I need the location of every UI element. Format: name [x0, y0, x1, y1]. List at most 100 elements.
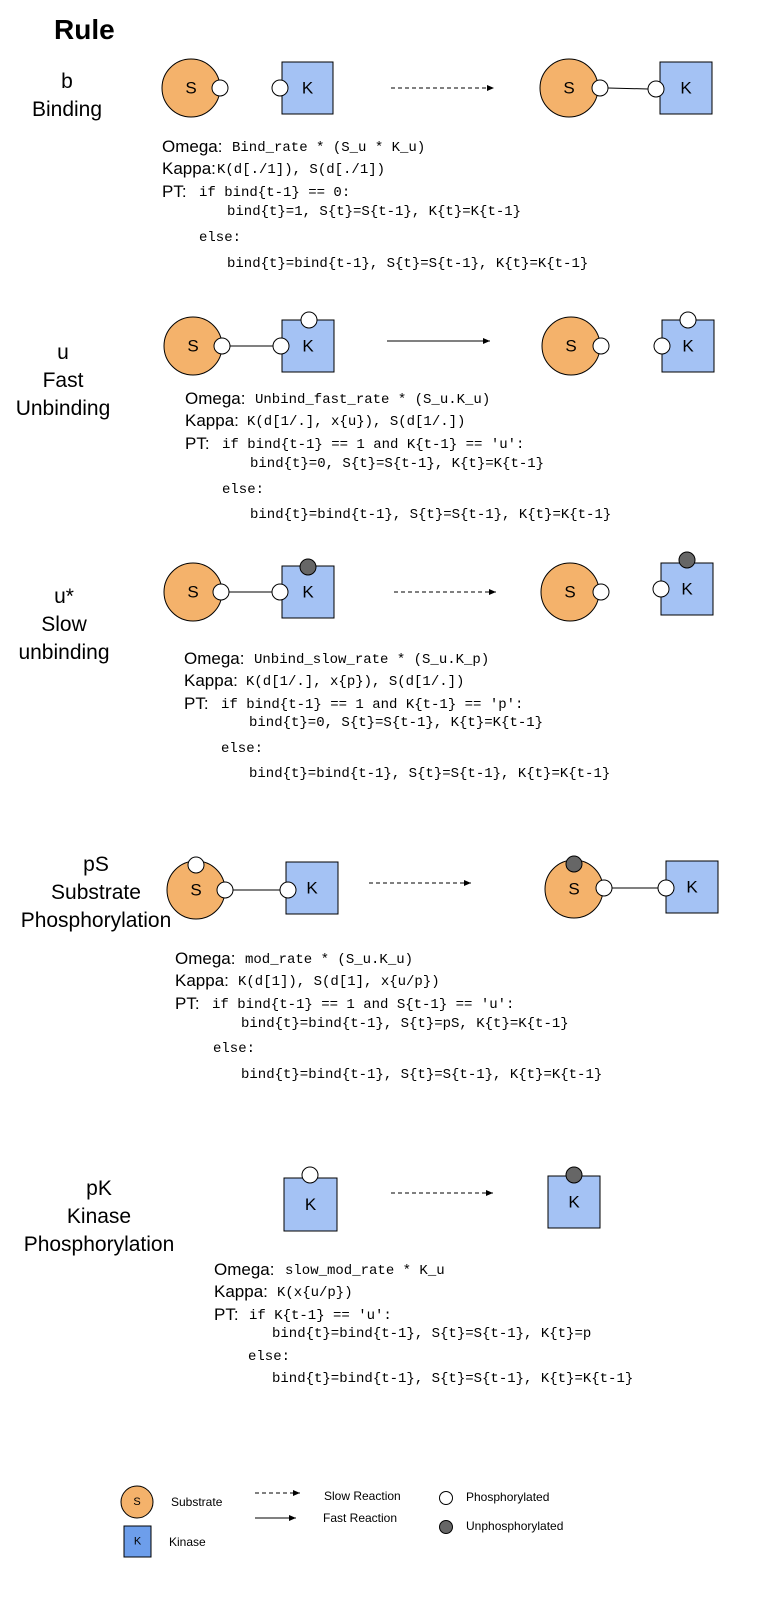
rule-pK-pt-label: PT: [214, 1305, 239, 1324]
rule-u_star-pt-else-body: bind{t}=bind{t-1}, S{t}=S{t-1}, K{t}=K{t… [249, 766, 611, 782]
rule-u_star-kappa-value: K(d[1/.], x{p}), S(d[1/.]) [246, 674, 465, 690]
b-left-kinase-site [271, 79, 289, 97]
ustar-right-kinase-label: K [681, 580, 693, 599]
rule-pK-pt-else-body: bind{t}=bind{t-1}, S{t}=S{t-1}, K{t}=K{t… [272, 1371, 634, 1387]
pk-left-kinase-top-site [301, 1166, 319, 1184]
ustar-left-substrate-label: S [187, 583, 198, 602]
b-right-kinase [659, 61, 713, 115]
u-left-kinase-label: K [302, 337, 314, 356]
rule-u-pt-else: else: [222, 482, 265, 498]
u-right-kinase [661, 319, 715, 373]
pk-right-kinase [547, 1175, 601, 1229]
ps-left-substrate-site [216, 881, 234, 899]
rule-b-kappa-value: K(d[./1]), S(d[./1]) [217, 162, 386, 178]
rule-u-label-line-1: Fast [42, 369, 84, 392]
u-left-substrate-label: S [187, 337, 198, 356]
pk-left-kinase [283, 1177, 338, 1232]
b-left-kinase-label: K [302, 79, 314, 98]
legend-phosphorylated-text: Phosphorylated [466, 1490, 550, 1504]
legend-phosphorylated-icon [439, 1491, 453, 1505]
rule-b-pt-if: if bind{t-1} == 0: [199, 185, 351, 201]
rule-u-kappa-value: K(d[1/.], x{u}), S(d[1/.]) [247, 414, 466, 430]
rule-pK-pt-else: else: [248, 1349, 291, 1365]
rule-u-label-line-2: Unbinding [15, 397, 111, 420]
ustar-right-kinase [660, 562, 714, 616]
ps-right-kinase-site [657, 879, 675, 897]
rule-u-pt-else-body: bind{t}=bind{t-1}, S{t}=S{t-1}, K{t}=K{t… [250, 507, 612, 523]
rule-u_star-label-line-2: unbinding [18, 641, 110, 664]
rule-b-label-line-0: b [61, 70, 73, 93]
u-right-kinase-top-site [679, 311, 697, 329]
ustar-left-kinase-site [271, 583, 289, 601]
rule-pK-label-line-2: Phosphorylation [23, 1233, 175, 1256]
ps-right-substrate-label: S [568, 880, 579, 899]
ps-left-kinase-site [279, 881, 297, 899]
b-bond-line [607, 87, 649, 90]
rule-u_star-pt-else: else: [221, 741, 264, 757]
rule-b-label-line-1: Binding [31, 98, 103, 121]
legend-unphosphorylated-icon [439, 1520, 453, 1534]
diagram-title: Rule [54, 14, 115, 45]
legend-kinase-icon [123, 1525, 152, 1558]
rule-b-omega-label: Omega: [162, 137, 223, 156]
b-left-substrate-site [211, 79, 229, 97]
rule-pS-pt-else-body: bind{t}=bind{t-1}, S{t}=S{t-1}, K{t}=K{t… [241, 1067, 603, 1083]
rule-pS-label-line-2: Phosphorylation [20, 909, 172, 932]
rule-u-pt-then: bind{t}=0, S{t}=S{t-1}, K{t}=K{t-1} [250, 456, 545, 472]
rule-u-label-line-0: u [57, 341, 69, 364]
rule-u_star-omega-value: Unbind_slow_rate * (S_u.K_p) [254, 652, 490, 668]
legend-kinase-icon-label: K [134, 1536, 142, 1548]
rule-pK-kappa-label: Kappa: [214, 1282, 268, 1301]
ustar-left-substrate-site [212, 583, 230, 601]
rule-u_star-kappa-label: Kappa: [184, 671, 238, 690]
legend-fast-text: Fast Reaction [323, 1511, 398, 1525]
rule-pS-kappa-value: K(d[1]), S(d[1], x{u/p}) [238, 974, 440, 990]
rule-u-pt-if: if bind{t-1} == 1 and K{t-1} == 'u': [222, 437, 525, 453]
legend-substrate-text: Substrate [171, 1495, 223, 1509]
rule-b-pt-then: bind{t}=1, S{t}=S{t-1}, K{t}=K{t-1} [227, 204, 522, 220]
u-left-kinase-top-site [300, 311, 318, 329]
ps-right-substrate-site [595, 879, 613, 897]
legend-unphosphorylated-text: Unphosphorylated [466, 1519, 564, 1533]
ps-right-kinase-label: K [686, 878, 698, 897]
ustar-right-substrate-site [592, 583, 610, 601]
rule-u_star-pt-label: PT: [184, 694, 209, 713]
rule-pS-label-line-0: pS [83, 853, 109, 876]
rule-u_star-pt-if: if bind{t-1} == 1 and K{t-1} == 'p': [221, 697, 524, 713]
rule-pK-omega-label: Omega: [214, 1260, 275, 1279]
b-right-kinase-site [647, 80, 665, 98]
rule-b-pt-label: PT: [162, 182, 187, 201]
ps-left-substrate-top-site [187, 856, 205, 874]
pk-left-kinase-label: K [305, 1195, 317, 1214]
rule-pK-omega-value: slow_mod_rate * K_u [285, 1263, 445, 1279]
rule-pS-pt-then: bind{t}=bind{t-1}, S{t}=pS, K{t}=K{t-1} [241, 1016, 569, 1032]
ustar-right-kinase-top-site [678, 551, 696, 569]
rule-pS-kappa-label: Kappa: [175, 971, 229, 990]
ps-right-substrate-top-site [565, 855, 583, 873]
legend-kinase-text: Kinase [169, 1535, 206, 1549]
b-left-substrate-label: S [185, 79, 196, 98]
rule-pK-label-line-1: Kinase [66, 1205, 132, 1228]
ustar-left-kinase-top-site [299, 558, 317, 576]
ps-left-substrate-label: S [190, 881, 201, 900]
ustar-right-substrate-label: S [564, 583, 575, 602]
rule-u_star-label-line-1: Slow [41, 613, 87, 636]
legend-slow-text: Slow Reaction [324, 1489, 401, 1503]
u-right-substrate-label: S [565, 337, 576, 356]
rule-u-omega-value: Unbind_fast_rate * (S_u.K_u) [255, 392, 491, 408]
rule-u-kappa-label: Kappa: [185, 411, 239, 430]
u-right-kinase-label: K [682, 337, 694, 356]
pk-right-kinase-label: K [568, 1193, 580, 1212]
rule-u-omega-label: Omega: [185, 389, 246, 408]
u-left-kinase-site [272, 337, 290, 355]
b-left-kinase [281, 61, 334, 115]
rule-b-kappa-label: Kappa: [162, 159, 216, 178]
rule-pK-label-line-0: pK [86, 1177, 112, 1200]
rule-pS-pt-label: PT: [175, 994, 200, 1013]
rule-b-pt-else-body: bind{t}=bind{t-1}, S{t}=S{t-1}, K{t}=K{t… [227, 256, 589, 272]
u-right-kinase-site [653, 337, 671, 355]
rule-u-pt-label: PT: [185, 434, 210, 453]
ps-left-kinase-label: K [306, 879, 318, 898]
b-right-kinase-label: K [680, 79, 692, 98]
